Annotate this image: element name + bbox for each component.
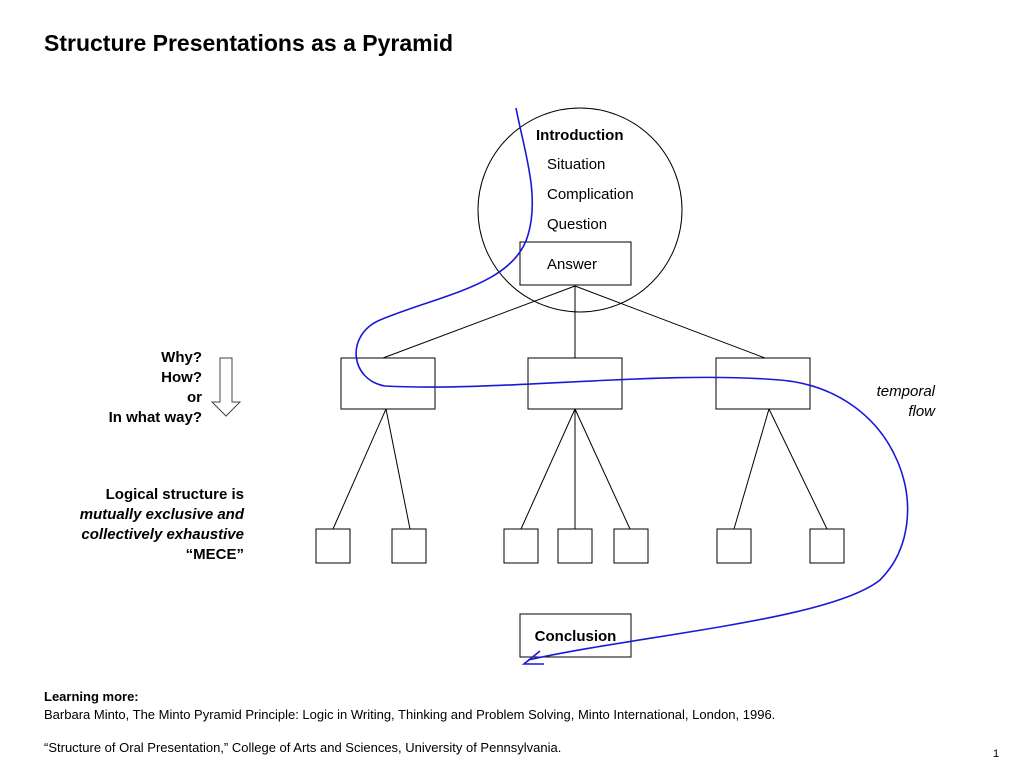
question-in-what-way: In what way? [108, 409, 202, 426]
question-why: Why? [161, 349, 202, 366]
page-title: Structure Presentations as a Pyramid [44, 30, 454, 56]
question-how: How? [161, 369, 202, 386]
level3-box [716, 528, 752, 564]
connector-line [768, 408, 828, 530]
introduction-item-question: Question [547, 216, 608, 233]
connector-line [733, 408, 770, 530]
introduction-heading: Introduction [536, 127, 624, 144]
reference-upenn: “Structure of Oral Presentation,” Colleg… [44, 740, 562, 755]
answer-connectors [382, 285, 766, 359]
introduction-circle [477, 107, 683, 313]
learning-more-heading: Learning more: [44, 689, 139, 704]
connector-line [574, 408, 631, 530]
flow-arrowhead-icon [521, 650, 544, 665]
connector-line [332, 408, 387, 530]
connector-line [520, 408, 576, 530]
temporal-flow-line-2: flow [908, 403, 935, 420]
level2-box-right [715, 357, 811, 410]
level3-box [557, 528, 593, 564]
level2-connectors [332, 408, 828, 530]
temporal-flow-curve [355, 107, 909, 661]
level3-box [809, 528, 845, 564]
page-number: 1 [993, 748, 1000, 760]
level3-box [391, 528, 427, 564]
question-list: Why? How? or In what way? [109, 348, 202, 428]
conclusion-box [519, 613, 632, 658]
mece-line-1: Logical structure is [105, 486, 244, 503]
level3-box [503, 528, 539, 564]
level3-box [315, 528, 351, 564]
level3-box [613, 528, 649, 564]
mece-line-4: “MECE” [185, 546, 244, 563]
conclusion-label: Conclusion [534, 628, 617, 645]
connector-line [385, 408, 411, 530]
mece-line-2: mutually exclusive and [79, 506, 244, 523]
answer-box [519, 241, 632, 286]
mece-text: Logical structure is mutually exclusive … [80, 485, 244, 565]
connector-line [382, 285, 576, 359]
introduction-item-complication: Complication [547, 186, 634, 203]
temporal-flow-line-1: temporal [876, 383, 935, 400]
answer-label: Answer [547, 256, 598, 273]
reference-minto: Barbara Minto, The Minto Pyramid Princip… [44, 707, 776, 722]
down-arrow-icon [210, 357, 242, 417]
connector-line [574, 285, 766, 359]
level2-box-left [340, 357, 436, 410]
question-or: or [187, 389, 202, 406]
introduction-item-situation: Situation [547, 156, 606, 173]
temporal-flow-label: temporal flow [877, 382, 935, 422]
mece-line-3: collectively exhaustive [81, 526, 244, 543]
